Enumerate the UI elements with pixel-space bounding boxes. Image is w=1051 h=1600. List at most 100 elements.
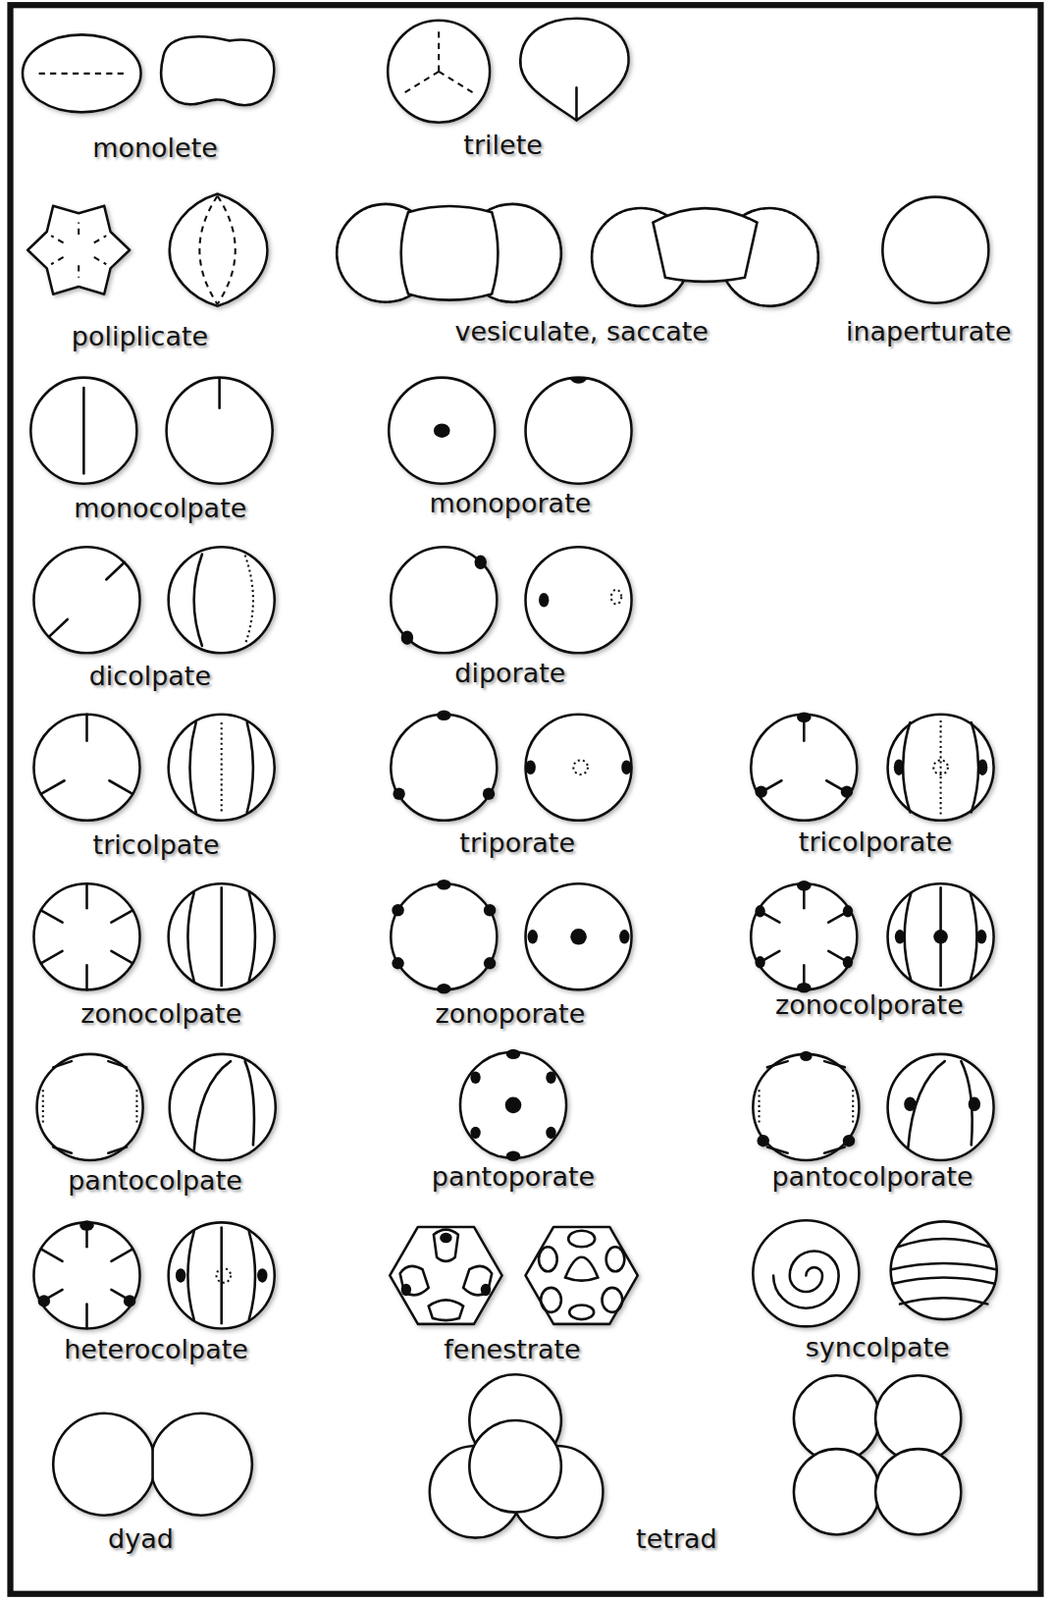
pantocolpate-grain (37, 1053, 144, 1160)
zonocolporate-grain (750, 883, 857, 990)
pantocolporate-grain (903, 1097, 916, 1112)
aperture-type-label: trilete (463, 130, 543, 160)
pantoporate-grain (505, 1097, 523, 1114)
zonoporate-grain (390, 883, 497, 990)
monocolpate-grain (82, 387, 86, 473)
heterocolpate-grain (219, 1227, 223, 1324)
zonocolpate-grain (110, 950, 133, 963)
pantocolpate-grain (107, 1146, 127, 1153)
monolete-grain (22, 34, 274, 112)
tricolpate-grain (189, 722, 196, 812)
tricolpate-grain (85, 714, 89, 741)
zonoporate-grain (436, 879, 452, 890)
pantocolporate-grain (851, 1089, 854, 1124)
fenestrate-grain (538, 1246, 558, 1271)
zonoporate-grain (527, 929, 538, 945)
tricolporate-grain (888, 714, 995, 821)
fenestrate-grain (389, 1226, 502, 1324)
pantocolpate-grain (52, 1146, 72, 1153)
syncolpate-grain (893, 1277, 996, 1284)
aperture-type-label: pantocolporate (771, 1161, 973, 1192)
pantocolporate-grain (767, 1060, 789, 1067)
zonoporate-grain (436, 983, 452, 994)
monoporate-grain (525, 377, 632, 484)
poliplicate-grain (199, 196, 217, 305)
triporate-grain (525, 759, 536, 775)
pantocolporate-grain (824, 1146, 845, 1153)
aperture-type-label: tricolporate (798, 827, 953, 857)
zonoporate-grain (483, 956, 496, 969)
tricolporate-grain (933, 759, 948, 775)
aperture-type-label: pantoporate (431, 1161, 595, 1192)
pantocolporate-grain (968, 1097, 981, 1112)
tricolporate-grain (750, 714, 857, 821)
syncolpate-grain (773, 1250, 840, 1308)
fenestrate-grain (601, 1287, 623, 1313)
zonoporate-grain (483, 903, 496, 916)
heterocolpate-grain (110, 1248, 133, 1261)
poliplicate-grain (77, 264, 80, 277)
zonocolpate-grain (168, 883, 275, 990)
fenestrate-grain (463, 1265, 492, 1296)
diporate-grain (538, 592, 549, 608)
heterocolpate-grain (33, 1219, 274, 1328)
diporate-grain (474, 555, 487, 571)
syncolpate-grain (891, 1220, 998, 1319)
tetrad-grain (875, 1448, 961, 1534)
pantoporate-grain (460, 1051, 567, 1158)
pantocolpate-grain (245, 1060, 255, 1145)
fenestrate-grain (389, 1226, 638, 1324)
tricolporate-grain (796, 712, 812, 723)
tricolpate-grain (33, 714, 140, 821)
pantocolporate-grain (758, 1089, 761, 1124)
zonocolpate-grain (219, 887, 223, 986)
heterocolpate-grain (41, 1248, 63, 1261)
zonocolporate-grain (933, 929, 948, 945)
poliplicate-grain (169, 194, 268, 307)
monoporate-grain (388, 377, 631, 484)
heterocolpate-grain (187, 1231, 194, 1319)
heterocolpate-grain (249, 1231, 256, 1319)
dicolpate-grain (33, 546, 140, 653)
pantocolpate-grain (107, 1060, 127, 1067)
aperture-type-label: monoporate (428, 488, 591, 519)
pantocolpate-grain (135, 1089, 138, 1124)
pantocolporate-grain (752, 1053, 859, 1160)
pantoporate-grain (506, 1151, 522, 1161)
pantocolporate-grain (752, 1051, 994, 1160)
aperture-type-label: monolete (92, 133, 218, 163)
triporate-grain (436, 710, 452, 721)
zonocolporate-grain (888, 883, 995, 990)
zonocolporate-grain (754, 904, 765, 917)
trilete-grain (520, 18, 629, 121)
syncolpate-grain (899, 1297, 988, 1304)
aperture-type-label: fenestrate (443, 1334, 580, 1365)
pantocolporate-grain (888, 1053, 995, 1160)
tricolporate-grain (902, 722, 910, 812)
aperture-type-label: zonoporate (434, 998, 585, 1029)
tricolpate-grain (247, 722, 254, 812)
zonocolpate-grain (41, 950, 63, 963)
pantocolpate-grain (169, 1053, 276, 1160)
aperture-type-label: poliplicate (71, 321, 209, 352)
fenestrate-grain (433, 1229, 459, 1262)
pantocolpate-grain (42, 1089, 45, 1124)
tricolpate-grain (168, 714, 275, 821)
tricolporate-grain (893, 758, 904, 776)
monolete-grain (160, 36, 274, 106)
syncolpate-grain (897, 1238, 991, 1247)
heterocolpate-grain (175, 1267, 186, 1283)
zonocolporate-grain (970, 893, 978, 981)
aperture-type-label: pantocolpate (67, 1165, 243, 1196)
zonocolporate-grain (842, 904, 853, 917)
inaperturate-grain (882, 197, 989, 304)
saccate-grain (652, 208, 757, 282)
fenestrate-grain (428, 1299, 464, 1320)
zonocolporate-grain (904, 893, 912, 981)
pantocolporate-grain (842, 1134, 855, 1147)
syncolpate-grain (892, 1262, 997, 1269)
tricolporate-grain (977, 758, 988, 776)
aperture-type-label: dicolpate (89, 662, 211, 692)
poliplicate-grain (27, 194, 267, 307)
